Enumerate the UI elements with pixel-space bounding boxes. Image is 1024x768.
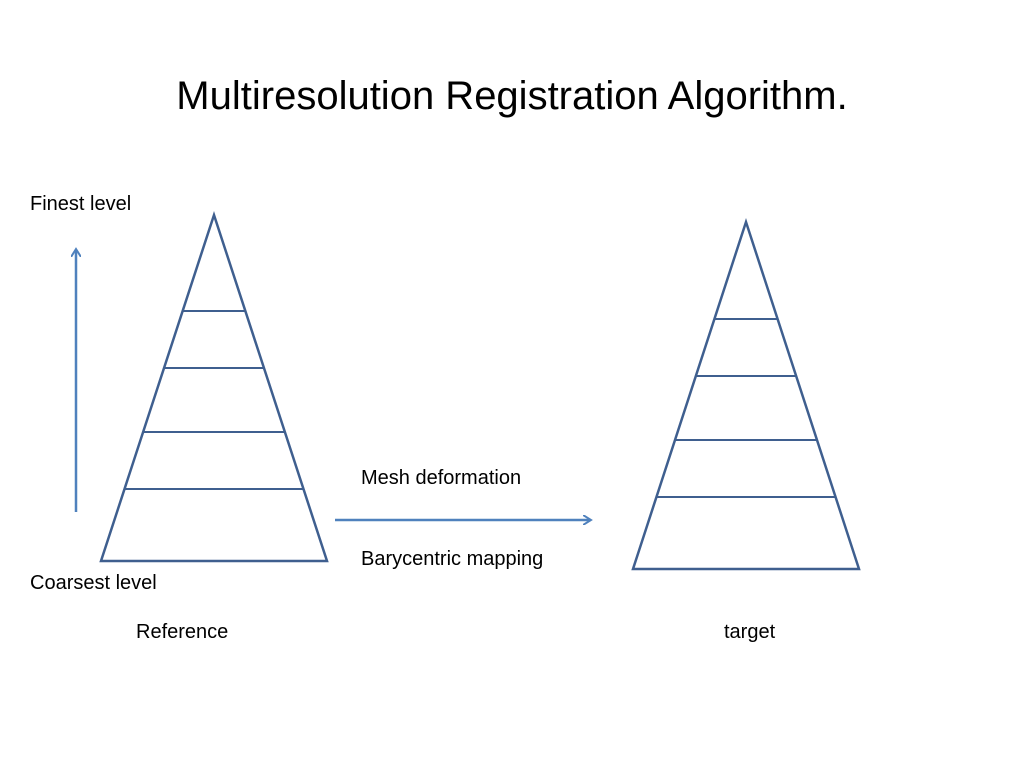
reference-pyramid bbox=[99, 210, 329, 563]
target-pyramid-outline bbox=[631, 217, 861, 571]
slide-title: Multiresolution Registration Algorithm. bbox=[176, 74, 848, 118]
barycentric-mapping-label: Barycentric mapping bbox=[361, 548, 544, 570]
mesh-deformation-label: Mesh deformation bbox=[361, 467, 522, 489]
reference-pyramid-outline bbox=[99, 210, 329, 563]
reference-label: Reference bbox=[136, 621, 229, 643]
coarsest-level-label: Coarsest level bbox=[30, 572, 157, 594]
target-pyramid bbox=[631, 217, 861, 571]
finest-level-label: Finest level bbox=[30, 193, 132, 215]
target-label: target bbox=[724, 621, 776, 643]
